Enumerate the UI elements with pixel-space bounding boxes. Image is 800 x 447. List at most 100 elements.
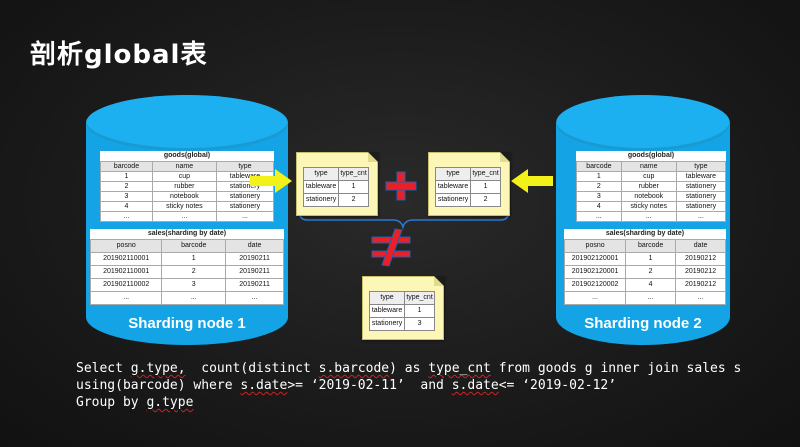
sql-token: using(barcode) where: [76, 378, 241, 393]
table-cell: ...: [625, 291, 677, 305]
sql-token: Select: [76, 361, 131, 376]
table-cell: tableware: [302, 180, 340, 194]
sql-token: from goods g inner join sales s: [490, 361, 742, 376]
table-cell: 2: [470, 193, 501, 207]
sql-token: <= ‘2019-02-12’: [498, 378, 617, 393]
table-cell: ...: [225, 291, 284, 305]
table-row: ... ... ...: [89, 291, 284, 305]
plus-icon: [385, 171, 417, 201]
table-row: 201902120001 2 20190212: [563, 265, 726, 279]
table-cell: 20190212: [675, 265, 726, 279]
node-label: Sharding node 1: [128, 315, 246, 332]
goods-table-caption: goods(global): [100, 151, 274, 161]
sql-line-2: using(barcode) where s.date>= ‘2019-02-1…: [76, 377, 616, 394]
header-cell: type_cnt: [470, 167, 501, 181]
table-row: stationery 2: [302, 193, 369, 207]
table-cell: 1: [470, 180, 501, 194]
sql-token: g.type: [146, 395, 194, 410]
sql-token: >= ‘2019-02-11’ and: [287, 378, 452, 393]
note-partial-result-node-1: type type_cnt tableware 1 stationery 2: [296, 152, 378, 216]
table-row: 201902110002 3 20190211: [89, 278, 284, 292]
table-row: ... ... ...: [563, 291, 726, 305]
table-row: 2 rubber stationery: [100, 181, 275, 192]
header-cell: type_cnt: [404, 291, 435, 305]
note-fold-icon: [368, 152, 378, 162]
sales-table-node-1: sales(sharding by date) posno barcode da…: [89, 229, 284, 305]
header-cell: date: [675, 239, 726, 253]
table-cell: stationery: [434, 193, 472, 207]
table-cell: tableware: [368, 304, 406, 318]
cylinder-top: [556, 95, 730, 151]
sales-table-node-2: sales(sharding by date) posno barcode da…: [563, 229, 726, 305]
table-cell: stationery: [302, 193, 340, 207]
note-fold-icon: [434, 276, 444, 286]
sql-token: type_cnt: [428, 361, 491, 376]
table-header-row: type type_cnt: [434, 167, 501, 181]
header-cell: barcode: [625, 239, 677, 253]
header-cell: type: [302, 167, 340, 181]
note-correct-result: type type_cnt tableware 1 stationery 3: [362, 276, 444, 340]
table-cell: 2: [625, 265, 677, 279]
table-cell: 2: [338, 193, 369, 207]
note-partial-result-node-2: type type_cnt tableware 1 stationery 2: [428, 152, 510, 216]
table-row: ... ... ...: [100, 211, 275, 222]
table-header-row: posno barcode date: [563, 239, 726, 253]
table-header-row: type type_cnt: [302, 167, 369, 181]
table-cell: ...: [215, 211, 275, 222]
table-row: stationery 3: [368, 317, 435, 331]
cylinder-top: [86, 95, 288, 151]
sql-token: count(distinct: [185, 361, 319, 376]
table-row: tableware 1: [368, 304, 435, 318]
brace-icon: [299, 213, 509, 230]
table-header-row: posno barcode date: [89, 239, 284, 253]
table-cell: 1: [625, 252, 677, 266]
table-cell: stationery: [368, 317, 406, 331]
table-cell: 201902120001: [563, 252, 627, 266]
goods-table-node-2: goods(global) barcode name type 1 cup ta…: [576, 151, 727, 222]
sharding-node-2: goods(global) barcode name type 1 cup ta…: [556, 95, 730, 345]
sql-token: Group by: [76, 395, 147, 410]
not-equal-icon: [371, 228, 411, 267]
sql-line-3: Group by g.type: [76, 394, 193, 411]
table-row: tableware 1: [302, 180, 369, 194]
sql-token: s.date: [240, 378, 288, 393]
table-cell: 2: [161, 265, 227, 279]
table-cell: 20190212: [675, 252, 726, 266]
table-cell: ...: [675, 291, 726, 305]
slide-title: 剖析global表: [30, 40, 208, 70]
header-cell: type: [434, 167, 472, 181]
goods-table-node-1: goods(global) barcode name type 1 cup ta…: [100, 151, 275, 222]
table-row: stationery 2: [434, 193, 501, 207]
arrow-left-icon: [511, 169, 553, 193]
note-fold-icon: [500, 152, 510, 162]
header-cell: type: [368, 291, 406, 305]
node-label: Sharding node 2: [584, 315, 702, 332]
table-cell: 3: [404, 317, 435, 331]
sales-table-caption: sales(sharding by date): [90, 229, 284, 239]
sales-table-caption: sales(sharding by date): [564, 229, 726, 239]
goods-table-caption: goods(global): [576, 151, 726, 161]
table-cell: 3: [161, 278, 227, 292]
table-cell: 1: [404, 304, 435, 318]
table-cell: 201902110001: [89, 252, 163, 266]
table-cell: 4: [625, 278, 677, 292]
header-cell: type_cnt: [338, 167, 369, 181]
sql-token: s.date: [451, 378, 499, 393]
table-cell: ...: [161, 291, 227, 305]
table-row: ... ... ...: [576, 211, 727, 222]
table-row: 201902120001 1 20190212: [563, 252, 726, 266]
sql-token: ) as: [389, 361, 429, 376]
table-cell: ...: [675, 211, 727, 222]
table-cell: ...: [563, 291, 627, 305]
sql-line-1: Select g.type, count(distinct s.barcode)…: [76, 360, 741, 377]
table-header-row: type type_cnt: [368, 291, 435, 305]
table-cell: 201902120001: [563, 265, 627, 279]
sql-token: g.type,: [130, 361, 186, 376]
table-cell: 1: [338, 180, 369, 194]
sharding-node-1: goods(global) barcode name type 1 cup ta…: [86, 95, 288, 345]
table-cell: 201902120002: [563, 278, 627, 292]
table-row: 201902110001 2 20190211: [89, 265, 284, 279]
table-cell: tableware: [434, 180, 472, 194]
arrow-right-icon: [250, 169, 292, 193]
